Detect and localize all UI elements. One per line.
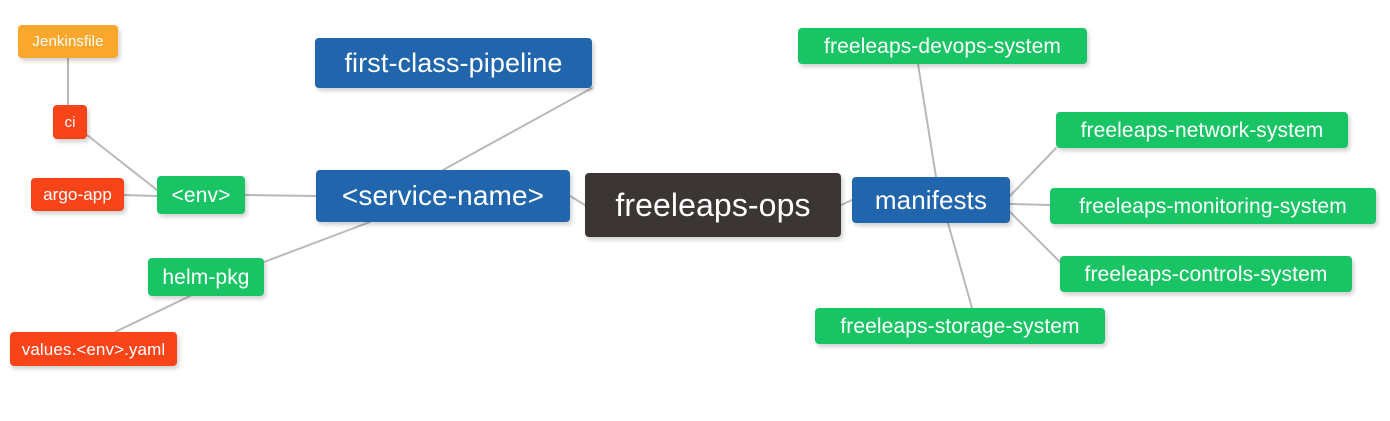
node-label: freeleaps-storage-system — [840, 314, 1080, 338]
node-freeleaps-storage-system[interactable]: freeleaps-storage-system — [815, 308, 1105, 344]
node-label: helm-pkg — [162, 265, 250, 289]
node-label: <service-name> — [341, 180, 545, 211]
edge-service-name-to-helm-pkg — [263, 221, 371, 263]
node-freeleaps-controls-system[interactable]: freeleaps-controls-system — [1060, 256, 1352, 292]
node-freeleaps-ops[interactable]: freeleaps-ops — [585, 173, 841, 237]
node-label: freeleaps-ops — [615, 187, 811, 223]
node-first-class-pipeline[interactable]: first-class-pipeline — [315, 38, 592, 88]
node-helm-pkg[interactable]: helm-pkg — [148, 258, 264, 296]
edge-manifests-to-freeleaps-monitoring-system — [1009, 203, 1051, 206]
node-label: manifests — [874, 185, 988, 215]
edge-manifests-to-freeleaps-devops-system — [917, 63, 937, 178]
node-label: freeleaps-devops-system — [824, 34, 1061, 58]
node-values-env-yaml[interactable]: values.<env>.yaml — [10, 332, 177, 366]
node-label: freeleaps-monitoring-system — [1079, 194, 1347, 218]
node-ci[interactable]: ci — [53, 105, 87, 139]
edge-freeleaps-ops-to-manifests — [840, 199, 853, 206]
edge-manifests-to-freeleaps-storage-system — [947, 222, 973, 309]
node-label: <env> — [171, 183, 231, 207]
node-label: values.<env>.yaml — [21, 339, 166, 359]
node-label: freeleaps-network-system — [1080, 118, 1324, 142]
node-env[interactable]: <env> — [157, 176, 245, 214]
edge-manifests-to-freeleaps-network-system — [1009, 147, 1057, 197]
node-freeleaps-monitoring-system[interactable]: freeleaps-monitoring-system — [1050, 188, 1376, 224]
node-label: ci — [64, 113, 76, 131]
node-label: argo-app — [43, 185, 112, 204]
node-label: Jenkinsfile — [32, 33, 104, 50]
node-freeleaps-network-system[interactable]: freeleaps-network-system — [1056, 112, 1348, 148]
node-jenkinsfile[interactable]: Jenkinsfile — [18, 25, 118, 58]
node-manifests[interactable]: manifests — [852, 177, 1010, 223]
edge-service-name-to-first-class-pipeline — [442, 87, 593, 171]
edge-freeleaps-ops-to-service-name — [569, 195, 586, 206]
edge-service-name-to-env — [244, 194, 317, 197]
node-label: first-class-pipeline — [344, 47, 563, 78]
node-service-name[interactable]: <service-name> — [316, 170, 570, 222]
edge-helm-pkg-to-values-env-yaml — [114, 295, 191, 333]
node-argo-app[interactable]: argo-app — [31, 178, 124, 211]
node-label: freeleaps-controls-system — [1084, 262, 1328, 286]
edge-env-to-argo-app — [123, 194, 158, 197]
node-freeleaps-devops-system[interactable]: freeleaps-devops-system — [798, 28, 1087, 64]
